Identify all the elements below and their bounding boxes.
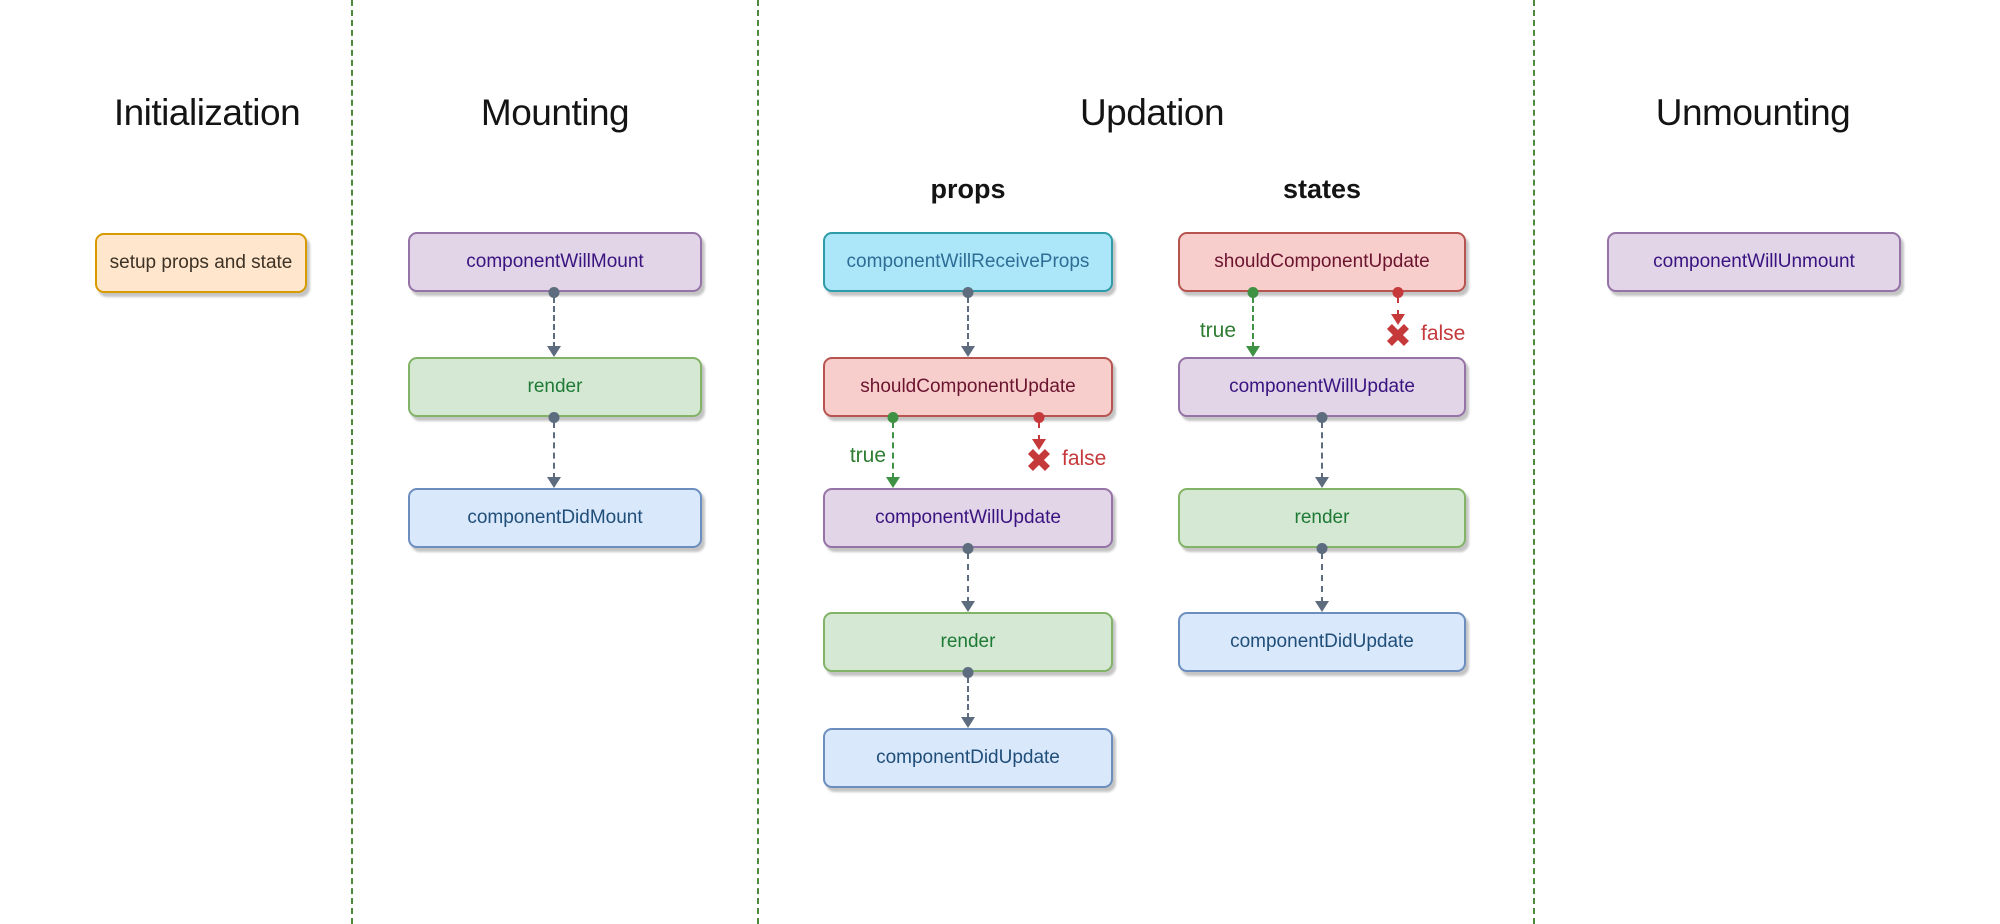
arrowhead-icon	[1391, 314, 1405, 325]
arrow-willupdate-to-render-states	[1315, 412, 1329, 488]
connector-dot	[1247, 287, 1259, 298]
x-mark-icon: ✖	[1384, 317, 1412, 354]
arrowhead-icon	[961, 346, 975, 357]
arrowhead-icon	[1315, 477, 1329, 488]
connector-dot	[962, 287, 974, 298]
connector-line	[553, 297, 555, 348]
arrow-states-true-branch	[1246, 287, 1260, 357]
node-states-component-did-update: componentDidUpdate	[1178, 612, 1466, 672]
node-props-component-did-update: componentDidUpdate	[823, 728, 1113, 788]
node-setup-props-and-state: setup props and state	[95, 233, 307, 293]
arrowhead-icon	[886, 477, 900, 488]
arrowhead-icon	[1315, 601, 1329, 612]
states-false-label: false	[1421, 322, 1466, 345]
arrow-props-true-branch	[886, 412, 900, 488]
section-divider	[757, 0, 759, 924]
connector-dot	[962, 543, 974, 554]
node-props-component-will-update: componentWillUpdate	[823, 488, 1113, 548]
section-divider	[1533, 0, 1535, 924]
node-mounting-render: render	[408, 357, 702, 417]
node-states-render: render	[1178, 488, 1466, 548]
connector-line	[892, 422, 894, 479]
arrow-render-to-didmount	[547, 412, 561, 488]
subheader-props: props	[930, 174, 1006, 204]
connector-dot	[1033, 412, 1045, 423]
connector-dot	[962, 667, 974, 678]
node-props-should-component-update: shouldComponentUpdate	[823, 357, 1113, 417]
node-component-will-unmount: componentWillUnmount	[1607, 232, 1901, 292]
connector-dot	[1316, 412, 1328, 423]
connector-line	[1321, 422, 1323, 479]
node-states-component-will-update: componentWillUpdate	[1178, 357, 1466, 417]
arrowhead-icon	[547, 346, 561, 357]
section-title-updation: Updation	[1079, 92, 1225, 133]
node-props-render: render	[823, 612, 1113, 672]
connector-line	[1252, 297, 1254, 348]
props-true-label: true	[849, 444, 886, 467]
arrowhead-icon	[961, 717, 975, 728]
arrow-receiveprops-to-shouldupdate	[961, 287, 975, 357]
arrow-render-to-didupdate-props	[961, 667, 975, 728]
connector-line	[1321, 553, 1323, 603]
section-divider	[351, 0, 353, 924]
connector-line	[967, 297, 969, 348]
connector-line	[1397, 297, 1399, 316]
subheader-states: states	[1282, 174, 1362, 204]
connector-dot	[548, 412, 560, 423]
connector-line	[967, 677, 969, 719]
node-component-will-mount: componentWillMount	[408, 232, 702, 292]
section-title-mounting: Mounting	[480, 92, 630, 133]
section-title-initialization: Initialization	[113, 92, 301, 133]
connector-line	[553, 422, 555, 479]
arrowhead-icon	[1246, 346, 1260, 357]
connector-line	[1038, 422, 1040, 441]
arrowhead-icon	[1032, 439, 1046, 450]
connector-dot	[1392, 287, 1404, 298]
states-true-label: true	[1199, 319, 1236, 342]
arrow-willmount-to-render	[547, 287, 561, 357]
arrow-render-to-didupdate-states	[1315, 543, 1329, 612]
arrow-states-false-branch: ✖	[1384, 287, 1412, 352]
connector-dot	[548, 287, 560, 298]
node-component-did-mount: componentDidMount	[408, 488, 702, 548]
connector-dot	[1316, 543, 1328, 554]
x-mark-icon: ✖	[1025, 442, 1053, 479]
props-false-label: false	[1062, 447, 1107, 470]
section-title-unmounting: Unmounting	[1655, 92, 1851, 133]
connector-line	[967, 553, 969, 603]
arrowhead-icon	[547, 477, 561, 488]
node-component-will-receive-props: componentWillReceiveProps	[823, 232, 1113, 292]
connector-dot	[887, 412, 899, 423]
arrowhead-icon	[961, 601, 975, 612]
arrow-props-false-branch: ✖	[1025, 412, 1053, 477]
arrow-willupdate-to-render-props	[961, 543, 975, 612]
node-states-should-component-update: shouldComponentUpdate	[1178, 232, 1466, 292]
